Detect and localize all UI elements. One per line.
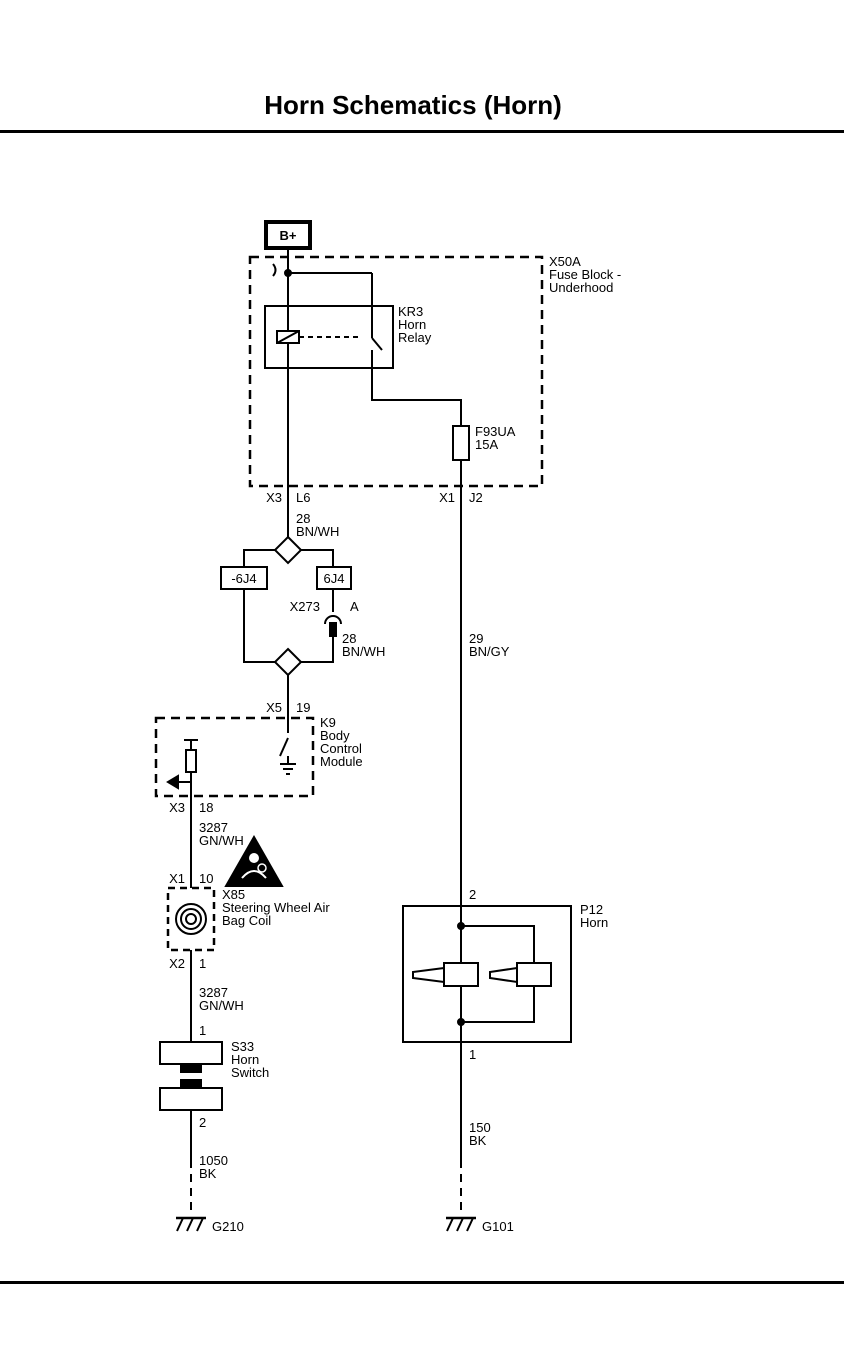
relay-box (264, 305, 394, 369)
wire-28-mid-color: BN/WH (342, 644, 385, 659)
horn-pin-bottom: 1 (469, 1047, 476, 1062)
horn-switch-contact-upper (180, 1063, 202, 1073)
power-label: B+ (280, 228, 297, 243)
conn-x5-label: X5 (266, 700, 282, 715)
bcm-switch-contact (279, 737, 289, 757)
horn-internal-wiring-top (461, 925, 535, 963)
conn-j2-pin: J2 (469, 490, 483, 505)
relay-coil-icon (276, 330, 300, 344)
relay-name-1: Horn (398, 317, 426, 332)
conn-x1-10-label: X1 (169, 871, 185, 886)
wire-150-circuit: 150 (469, 1120, 491, 1135)
fuse-block-outline (248, 255, 544, 488)
page-title: Horn Schematics (Horn) (264, 90, 562, 120)
relay-id: KR3 (398, 304, 423, 319)
horn-switch-name-1: Horn (231, 1052, 259, 1067)
conn-x1-label: X1 (439, 490, 455, 505)
header-rule (0, 130, 844, 133)
fuse-block-id: X50A (549, 254, 581, 269)
conn-x1-10-pin: 10 (199, 871, 213, 886)
fuse-icon (452, 425, 470, 461)
horn-outline (402, 905, 572, 1043)
horn-pin-top: 2 (469, 887, 476, 902)
conn-x2-label: X2 (169, 956, 185, 971)
splice-pack-left-label: -6J4 (231, 571, 256, 586)
wire-28-mid-circuit: 28 (342, 631, 356, 646)
coil-name-1: Steering Wheel Air (222, 900, 330, 915)
wire-3287-a-circuit: 3287 (199, 820, 228, 835)
inline-connector-icon (324, 615, 342, 637)
splice-pack-right-label: 6J4 (324, 571, 345, 586)
horn-internal-wiring-return (461, 986, 535, 1023)
wire-29-circuit: 29 (469, 631, 483, 646)
horn-switch-contact-lower (180, 1079, 202, 1089)
relay-contact (371, 337, 383, 351)
horn-speaker-left-icon (412, 962, 479, 987)
relay-name-2: Relay (398, 330, 432, 345)
wire-29-color: BN/GY (469, 644, 510, 659)
conn-l6-pin: L6 (296, 490, 310, 505)
footer-rule (0, 1281, 844, 1284)
wire-branch-right-top (301, 549, 334, 567)
wire-3287-b-circuit: 3287 (199, 985, 228, 1000)
splice-diamond-top (273, 535, 303, 565)
conn-x273-label: X273 (290, 599, 320, 614)
wire-150-color: BK (469, 1133, 487, 1148)
airbag-warning-icon (224, 834, 284, 887)
ground-g101-icon (446, 1216, 476, 1232)
splice-diamond-bottom (273, 647, 303, 677)
airbag-coil-outline (166, 886, 216, 952)
ground-g210-icon (176, 1216, 206, 1232)
conn-x3-18-pin: 18 (199, 800, 213, 815)
wire-relay-to-fuse (371, 350, 462, 426)
bcm-name-3: Module (320, 754, 363, 769)
fusible-link-icon (272, 263, 277, 277)
wire-1050-circuit: 1050 (199, 1153, 228, 1168)
bcm-name-1: Body (320, 728, 350, 743)
wire-3287-a-color: GN/WH (199, 833, 244, 848)
horn-switch-id: S33 (231, 1039, 254, 1054)
coil-id: X85 (222, 887, 245, 902)
wire-28-top-color: BN/WH (296, 524, 339, 539)
bcm-id: K9 (320, 715, 336, 730)
wire-1050-color: BK (199, 1166, 217, 1181)
wire-3287-b-color: GN/WH (199, 998, 244, 1013)
horn-switch-name-2: Switch (231, 1065, 269, 1080)
wire-28-top-circuit: 28 (296, 511, 310, 526)
horn-id: P12 (580, 902, 603, 917)
coil-name-2: Bag Coil (222, 913, 271, 928)
ground-g210-label: G210 (212, 1219, 244, 1234)
horn-switch-upper-box (159, 1041, 223, 1065)
conn-x3-18-label: X3 (169, 800, 185, 815)
horn-name: Horn (580, 915, 608, 930)
horn-speaker-right-icon (489, 962, 552, 987)
horn-switch-lower-box (159, 1087, 223, 1111)
wire-branch-left (243, 589, 275, 663)
bcm-name-2: Control (320, 741, 362, 756)
conn-x3-label: X3 (266, 490, 282, 505)
bcm-ground-icon (280, 763, 296, 775)
clockspring-coil-icon (175, 903, 207, 935)
ground-g101-label: G101 (482, 1219, 514, 1234)
wire-branch-right-b (301, 636, 334, 663)
fuse-block-name-2: Underhood (549, 280, 613, 295)
bcm-input-arrow-icon (166, 774, 179, 790)
conn-x2-pin: 1 (199, 956, 206, 971)
fuse-block-name-1: Fuse Block - (549, 267, 621, 282)
fuse-rating: 15A (475, 437, 498, 452)
bcm-outline (154, 716, 315, 798)
conn-x273-pin: A (350, 599, 359, 614)
wire-branch-left-top (243, 549, 275, 567)
horn-switch-pin-bottom: 2 (199, 1115, 206, 1130)
bcm-pullup-resistor-icon (184, 739, 198, 773)
horn-switch-pin-top: 1 (199, 1023, 206, 1038)
fuse-id: F93UA (475, 424, 516, 439)
conn-x5-pin: 19 (296, 700, 310, 715)
